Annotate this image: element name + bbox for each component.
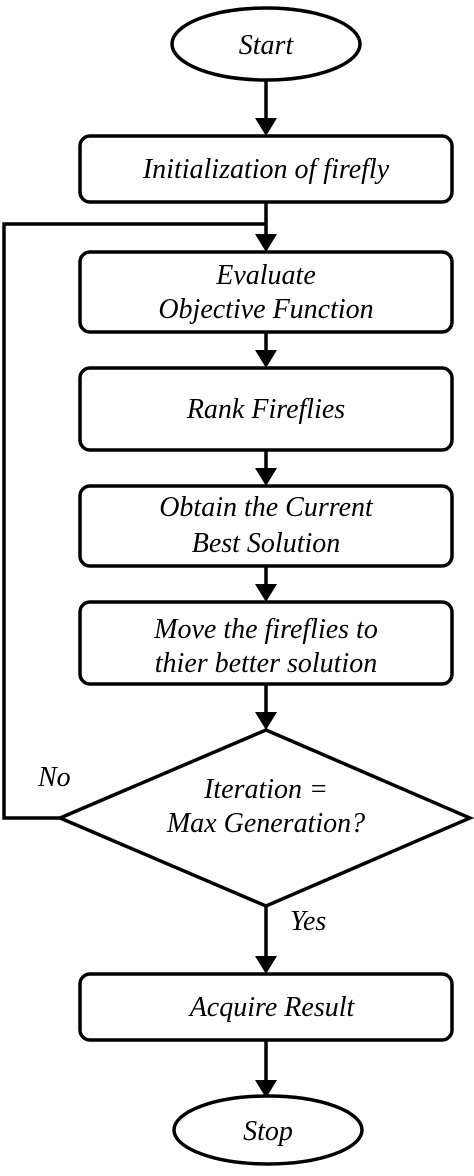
arrowhead-evaluate xyxy=(255,234,277,252)
no-branch-label: No xyxy=(37,762,71,793)
obtain-label-line1: Obtain the Current xyxy=(159,492,374,523)
arrowhead-acquire xyxy=(255,956,277,974)
yes-branch-label: Yes xyxy=(290,906,326,937)
stop-terminator xyxy=(172,1094,364,1166)
init-label: Initialization of firefly xyxy=(142,154,390,185)
evaluate-label-line2: Objective Function xyxy=(158,294,373,325)
start-label: Start xyxy=(239,30,295,61)
arrowhead-decision xyxy=(255,712,277,730)
arrowhead-move xyxy=(255,584,277,602)
arrowhead-rank xyxy=(255,350,277,368)
stop-label: Stop xyxy=(243,1116,293,1147)
obtain-label-line2: Best Solution xyxy=(192,528,341,559)
decision-label-line2: Max Generation? xyxy=(166,808,365,839)
evaluate-label-line1: Evaluate xyxy=(215,260,316,291)
decision-label-line1: Iteration = xyxy=(203,774,328,805)
move-label-line1: Move the fireflies to xyxy=(153,614,378,645)
loop-back-connector xyxy=(2,222,266,820)
rank-label: Rank Fireflies xyxy=(186,394,345,425)
arrowhead-stop xyxy=(255,1080,277,1098)
arrowhead-init xyxy=(255,118,277,136)
acquire-label: Acquire Result xyxy=(188,992,356,1023)
move-label-line2: thier better solution xyxy=(155,648,377,679)
arrowhead-obtain xyxy=(255,468,277,486)
